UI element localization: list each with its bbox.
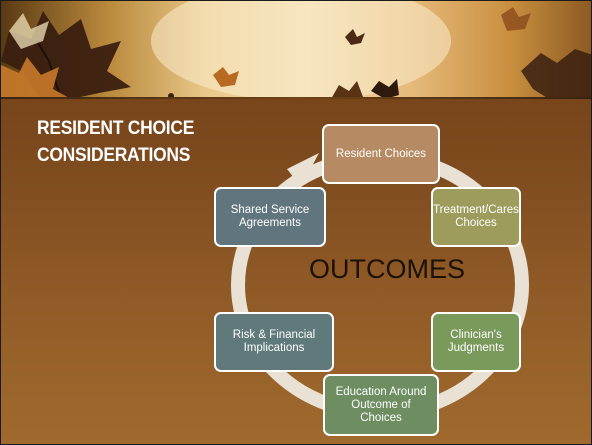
node-treatment-cares-choices: Treatment/Cares Choices	[431, 187, 521, 247]
node-label: Treatment/Cares Choices	[433, 204, 519, 229]
node-clinicians-judgments: Clinician's Judgments	[431, 312, 521, 372]
node-label: Shared Service Agreements	[230, 204, 310, 229]
autumn-leaves-image	[1, 1, 591, 99]
title-line-2: CONSIDERATIONS	[37, 145, 191, 166]
slide-title: RESIDENT CHOICE CONSIDERATIONS	[37, 115, 221, 169]
cycle-arrowhead	[287, 153, 319, 187]
node-resident-choices: Resident Choices	[322, 124, 440, 184]
title-line-1: RESIDENT CHOICE	[37, 118, 195, 139]
node-label: Resident Choices	[335, 147, 427, 160]
node-shared-service-agreements: Shared Service Agreements	[214, 187, 326, 247]
node-label: Education Around Outcome of Choices	[335, 385, 427, 424]
node-education-outcome: Education Around Outcome of Choices	[323, 374, 439, 436]
autumn-leaves-banner	[1, 1, 591, 99]
node-label: Risk & Financial Implications	[232, 329, 316, 354]
banner-divider	[1, 97, 591, 99]
center-label-outcomes: OUTCOMES	[308, 254, 465, 284]
node-risk-financial: Risk & Financial Implications	[214, 312, 334, 372]
node-label: Clinician's Judgments	[447, 329, 505, 354]
